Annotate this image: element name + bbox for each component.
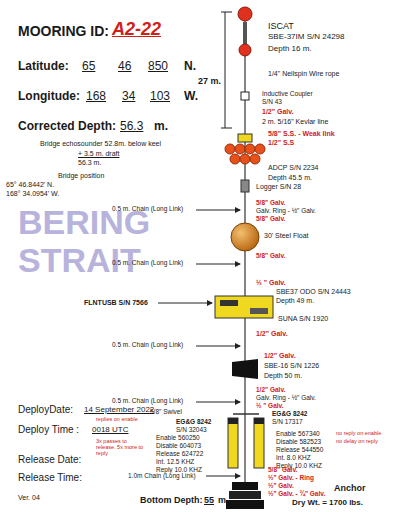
annotation-label: Deploy Time : <box>18 424 79 435</box>
annotation-label: 65° 46.8442' N. <box>6 181 54 189</box>
annotation-label: Depth 49 m. <box>276 297 314 305</box>
annotation-label: Enable 567340 <box>276 430 320 437</box>
annotation-label: 1/4" Neilspin Wire rope <box>268 70 339 78</box>
annotation-label: MOORING ID: <box>18 24 109 39</box>
annotation-label: 5/8" Galv. <box>268 466 297 473</box>
annotation-label: ½ " Galv. <box>256 402 284 409</box>
annotation-label: m. <box>154 120 168 133</box>
annotation-label: Bridge echosounder 52.8m. below keel <box>40 140 161 148</box>
annotation-label: Release 624722 <box>156 450 203 457</box>
annotation-label: SUNA S/N 1920 <box>278 315 328 323</box>
annotation-label: 0.5 m. Chain (Long Link) <box>112 205 183 212</box>
annotation-label: 0.5 m. Chain (Long Link) <box>112 397 183 404</box>
annotation-label: Bridge position <box>58 172 104 180</box>
annotation-label: 850 <box>148 60 168 73</box>
annotation-label: S/N 17317 <box>272 418 303 425</box>
annotation-label: ½" Galv. - Ring <box>268 474 314 481</box>
annotation-label: S/N 32043 <box>176 426 207 433</box>
annotation-label: 56.3 m. <box>78 159 101 167</box>
annotation-label: Galv. Ring - ½" Galv. <box>256 394 316 401</box>
annotation-label: 2 m. 5/16" Kevlar line <box>262 118 328 126</box>
annotation-label: 65 <box>82 60 95 73</box>
annotation-label: Depth 16 m. <box>268 45 312 54</box>
annotation-label: Release Time: <box>18 472 82 483</box>
annotation-label: Dry Wt. = 1700 lbs. <box>292 499 363 508</box>
annotation-label: 34 <box>122 90 135 103</box>
annotation-label: DeployDate: <box>18 404 73 415</box>
annotation-label: 5/8" S.S. - Weak link <box>268 130 335 138</box>
annotation-label: 46 <box>118 60 131 73</box>
annotation-label: SBE-16 S/N 1226 <box>264 362 319 370</box>
annotation-label: 168 <box>86 90 106 103</box>
annotation-label: replies on enable <box>96 416 138 422</box>
annotation-label: 1/2" Galv. <box>264 352 296 360</box>
annotation-label: N. <box>184 60 196 73</box>
annotation-label: ½ " Galv. <box>256 279 286 287</box>
annotation-label: 0018 UTC <box>92 426 128 435</box>
annotation-label: 0.5 m. Chain (Long Link) <box>112 259 183 266</box>
annotation-label: S/N 43 <box>262 98 282 105</box>
annotation-label: 5/8" Galv. <box>256 215 285 222</box>
annotation-label: SBE-37IM S/N 24298 <box>268 33 344 42</box>
annotation-label: m. <box>218 496 229 506</box>
annotation-label: ADCP S/N 2234 <box>268 164 318 172</box>
annotation-label: + 3.5 m. draft <box>78 150 119 158</box>
annotation-label: 27 m. <box>198 77 221 87</box>
annotation-label: Disable 582523 <box>276 438 321 445</box>
annotation-label: Depth 50 m. <box>264 372 302 380</box>
annotation-label: 168° 34.0954' W. <box>6 190 59 198</box>
annotation-label: 14 September 2022 <box>84 406 154 415</box>
annotation-label: SBE37 ODO S/N 24443 <box>276 288 351 296</box>
annotation-label: ½" Galv. - ¾" Galv. <box>268 490 325 497</box>
annotation-label: 56.3 <box>120 120 143 133</box>
annotation-label: no reply on enable <box>336 430 381 436</box>
annotation-label: 1.0m Chain (Long Link) <box>128 472 196 479</box>
annotation-label: FLNTUSB S/N 7566 <box>84 299 148 307</box>
annotation-label: Disable 604073 <box>156 442 201 449</box>
annotation-label: 30' Steel Float <box>264 232 309 240</box>
annotation-label: 1/2" Galv. <box>256 330 288 338</box>
annotation-label: Enable 560250 <box>156 434 200 441</box>
annotation-label: Release Date: <box>18 454 81 465</box>
annotation-label: 5/8" Galv. <box>256 199 285 206</box>
annotation-label: 5/8" Swivel <box>150 408 182 415</box>
annotation-label: no delay on reply <box>336 438 378 444</box>
annotation-label: 55 <box>204 496 214 506</box>
annotation-label: ½" Galv. <box>268 482 294 489</box>
annotation-label: EG&G 8242 <box>272 410 307 417</box>
annotation-label: ISCAT <box>268 22 294 32</box>
annotation-label: 1/2" Galv. <box>262 108 294 116</box>
annotation-label: Depth 45.5 m. <box>268 174 312 182</box>
annotation-label: Latitude: <box>18 60 69 73</box>
annotation-label: Ver. 04 <box>18 494 40 502</box>
annotation-label: Corrected Depth: <box>18 120 116 133</box>
annotation-label: 5/8" Galv. <box>256 252 285 259</box>
annotation-label: 1/2" S.S <box>268 139 294 147</box>
annotation-label: EG&G 8242 <box>176 418 211 425</box>
annotation-label: Anchor <box>334 484 366 494</box>
annotation-label: 1/2" Galv. <box>256 386 285 393</box>
annotation-label: Int. 8.0 KHZ <box>276 454 311 461</box>
annotation-label: Int. 12.5 KHZ <box>156 458 194 465</box>
annotation-label: Inductive Coupler <box>262 90 313 97</box>
annotation-label: Logger S/N 28 <box>256 183 301 191</box>
annotation-label: W. <box>184 90 198 103</box>
annotation-label: 0.5 m. Chain (Long Link) <box>112 341 183 348</box>
annotation-label: Bottom Depth: <box>140 496 203 506</box>
annotation-label: Galv. Ring - ½" Galv. <box>256 207 316 214</box>
annotation-label: 3x passes to release. 5x more to reply <box>96 438 146 456</box>
annotation-label: Release 544550 <box>276 446 323 453</box>
annotation-label: Longitude: <box>18 90 80 103</box>
annotation-label: A2-22 <box>112 20 161 40</box>
annotation-label: 103 <box>150 90 170 103</box>
